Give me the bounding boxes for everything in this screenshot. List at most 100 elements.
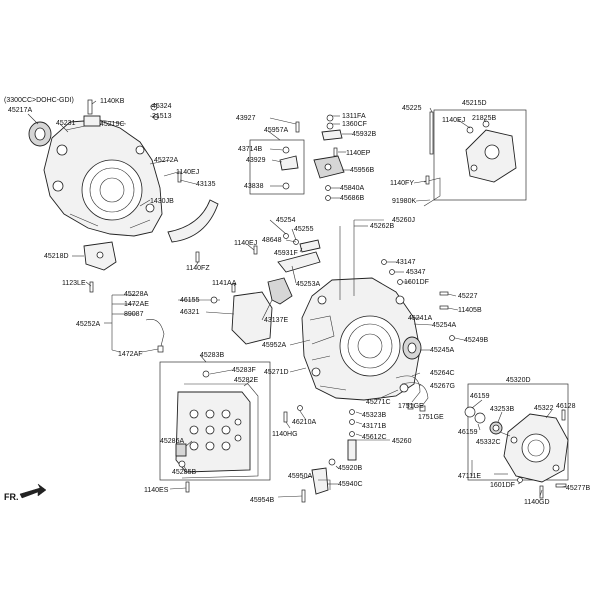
label-45245A: 45245A [430,347,454,354]
label-45320D: 45320D [506,377,531,384]
label-45241A: 45241A [408,315,432,322]
detent-parts-box [249,139,305,195]
spring-43714B [282,146,290,154]
valve-body-group [159,361,271,493]
pin-46210A [297,405,303,411]
bolt-1141AA [231,283,236,293]
label-45260: 45260 [392,438,412,445]
label-45227: 45227 [458,293,478,300]
label-45686B: 45686B [340,195,364,202]
pin-21825B [482,120,490,128]
label-46321: 46321 [180,309,200,316]
label-45283F: 45283F [232,367,256,374]
label-1141AA: 1141AA [212,280,237,287]
label-46159-b: 46159 [458,429,478,436]
label-43714B: 43714B [238,146,262,153]
pin-45249B [449,335,455,341]
label-1472AF: 1472AF [118,351,143,358]
label-1472AE: 1472AE [124,301,149,308]
baffle-43135 [167,199,219,243]
label-21513: 21513 [152,113,172,120]
label-45219C: 45219C [100,121,125,128]
bolt-43927 [295,121,300,133]
valve-body-ports [189,409,242,451]
leaders-detent [267,115,352,199]
label-45262B: 45262B [370,223,394,230]
mount-group [423,109,527,207]
label-1360CF: 1360CF [342,121,367,128]
bolt-1140KB [87,99,93,115]
sensor-45940C [311,467,329,495]
rod-45260 [347,439,357,461]
label-1140EP: 1140EP [346,150,371,157]
label-46159-a: 46159 [470,393,490,400]
front-label: FR. [4,492,19,502]
label-1751GE-b: 1751GE [418,414,444,421]
leaders-left [27,100,199,287]
lever-45932B [321,129,343,141]
label-43171B: 43171B [362,423,386,430]
bell-inner-ring [89,167,135,213]
label-45277B: 45277B [566,485,590,492]
label-43137E: 43137E [264,317,288,324]
label-43253B: 43253B [490,406,514,413]
label-45347: 45347 [406,269,426,276]
label-45931F: 45931F [274,250,298,257]
label-45323B: 45323B [362,412,386,419]
detent-group [249,114,345,201]
label-21825B: 21825B [472,115,496,122]
label-45231: 45231 [56,120,76,127]
label-43147: 43147 [396,259,416,266]
label-45254A: 45254A [432,322,456,329]
label-45255: 45255 [294,226,314,233]
seal-45612C [349,431,355,437]
label-1140EJ-b: 1140EJ [442,117,465,124]
lever-45931F [299,239,321,253]
label-45225: 45225 [402,105,422,112]
seal-45347 [389,269,395,275]
detent-lever-43929 [279,155,299,171]
bracket-43137E [267,277,293,305]
sensor-wire [318,479,331,490]
label-45260J: 45260J [392,217,415,224]
label-1751GE-a: 1751GE [398,403,424,410]
label-46128: 46128 [556,403,576,410]
bolt-1140EJ-a [177,171,182,183]
oring-46159-b [474,412,486,424]
bolt-1140ES [185,481,190,493]
label-45264C: 45264C [430,370,455,377]
seal-45920B [328,458,336,466]
label-1140EJ-c: 1140EJ [234,240,257,247]
case-bore [339,315,401,377]
label-45249B: 45249B [464,337,488,344]
label-45950A: 45950A [288,473,312,480]
label-46210A: 46210A [292,419,316,426]
clip-1751GE-b [419,405,426,412]
seal-45323B [349,409,355,415]
cover-46321 [231,291,273,345]
label-45285B: 45285B [172,469,196,476]
label-43927: 43927 [236,115,256,122]
label-45956B: 45956B [350,167,374,174]
label-1140GD: 1140GD [524,499,550,506]
label-45286A: 45286A [160,438,184,445]
leaders-side-cover [471,399,567,497]
engine-variant-note: (3300CC>DOHC-GDI) [4,97,74,104]
leaders-mount [413,107,487,202]
tube-45264C [395,375,421,403]
label-45920B: 45920B [338,465,362,472]
leaders-sensor [277,465,339,498]
converter-housing-group [28,99,219,293]
bushing-45686B [325,195,331,201]
valve-body-box [159,361,271,481]
plug-45283F [202,370,210,378]
bolt-46128 [561,409,566,421]
side-cover-group [464,383,569,499]
bolt-1140EJ-c [253,245,258,255]
seal-1311FA [326,114,334,122]
pin-43838 [282,182,290,190]
label-45271C: 45271C [366,399,391,406]
label-45283B: 45283B [200,352,224,359]
label-45332C: 45332C [476,439,501,446]
label-1601DF-b: 1601DF [490,482,515,489]
